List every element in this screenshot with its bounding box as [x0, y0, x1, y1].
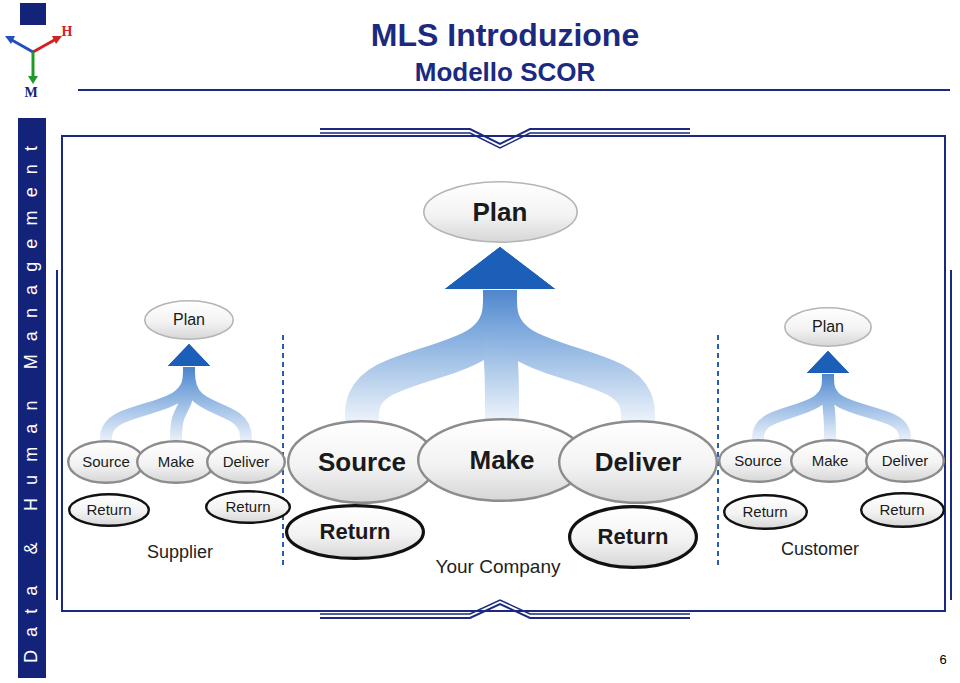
return-ellipse: Return: [285, 504, 425, 560]
node-text: Make: [469, 446, 534, 475]
slide-title: MLS Introduzione: [371, 18, 639, 53]
arrow-head: [445, 247, 555, 289]
ellipse-shape: [719, 440, 797, 482]
logo-arrowhead: [52, 36, 62, 44]
node-text: Source: [318, 448, 406, 477]
plan-ellipse: Plan: [784, 307, 872, 347]
arrow-head: [807, 351, 849, 373]
logo-arrow: [32, 52, 35, 78]
group-divider: [717, 335, 719, 566]
ellipse-shape: [137, 441, 215, 483]
process-ellipse: Source: [67, 440, 145, 484]
arrow-shaft: [106, 367, 189, 443]
ellipse-shape: [423, 182, 576, 242]
side-band: [18, 118, 46, 678]
ellipse-shape: [206, 491, 290, 523]
diagram-frame: [62, 136, 945, 611]
ellipse-shape: [866, 440, 944, 482]
logo-arrow: [10, 39, 33, 52]
side-band-text: Data & Human Management: [22, 133, 42, 663]
process-ellipse: Deliver: [865, 439, 945, 483]
arrow-head: [168, 344, 210, 366]
logo-letter: M: [24, 85, 37, 100]
ellipse-shape: [559, 421, 717, 503]
logo-arrowhead: [5, 36, 15, 44]
page-number: 6: [939, 653, 946, 667]
node-text: Source: [82, 454, 130, 471]
arrow-head: [445, 247, 555, 289]
frame-bracket: [320, 604, 690, 618]
ellipse-shape: [570, 507, 697, 568]
process-ellipse: Deliver: [206, 440, 286, 484]
arrow-shaft: [189, 367, 246, 443]
node-text: Return: [879, 502, 924, 519]
subtitle: Modello SCOR: [415, 58, 596, 87]
arrow-head: [168, 344, 210, 366]
frame-bracket: [56, 270, 58, 600]
return-ellipse: Return: [568, 505, 698, 569]
arrow-shaft: [828, 374, 905, 442]
logo-letter: H: [62, 24, 73, 39]
node-text: Deliver: [882, 453, 929, 470]
logo-square: [20, 3, 46, 25]
node-text: Return: [225, 499, 270, 516]
ellipse-shape: [145, 301, 233, 339]
process-ellipse: Make: [136, 440, 216, 484]
ellipse-shape: [207, 441, 285, 483]
process-ellipse: Deliver: [558, 420, 718, 504]
ellipse-shape: [68, 441, 144, 483]
arrow-shaft: [758, 374, 828, 442]
arrow-head: [445, 247, 555, 289]
ellipse-shape: [791, 440, 869, 482]
node-text: Return: [86, 502, 131, 519]
node-text: Make: [812, 453, 849, 470]
frame-bracket: [320, 129, 690, 144]
node-text: Plan: [812, 318, 844, 336]
ellipse-shape: [288, 421, 436, 503]
return-ellipse: Return: [68, 493, 150, 527]
frame-bracket: [320, 133, 690, 148]
logo-arrowhead: [28, 76, 38, 84]
node-text: Plan: [173, 311, 205, 329]
process-ellipse: Source: [718, 439, 798, 483]
process-ellipse: Source: [287, 420, 437, 504]
return-ellipse: Return: [860, 492, 945, 528]
node-text: Deliver: [223, 454, 270, 471]
node-text: Plan: [473, 198, 528, 227]
ellipse-shape: [724, 495, 807, 529]
group-divider: [282, 335, 284, 566]
header-rule: [78, 89, 950, 91]
ellipse-shape: [69, 494, 149, 526]
plan-ellipse: Plan: [423, 181, 578, 243]
group-label: Supplier: [147, 543, 213, 563]
return-ellipse: Return: [723, 494, 808, 530]
arrow-shaft: [362, 290, 500, 423]
return-ellipse: Return: [205, 490, 291, 524]
arrow-head: [807, 351, 849, 373]
flow-arrow: [445, 247, 638, 423]
group-label: Your Company: [436, 557, 561, 578]
frame-bracket: [320, 600, 690, 614]
node-text: Return: [742, 504, 787, 521]
flow-arrow: [807, 351, 905, 442]
ellipse-shape: [785, 308, 871, 346]
plan-ellipse: Plan: [144, 300, 234, 340]
frame-bracket: [950, 270, 952, 600]
arrow-head: [168, 344, 210, 366]
group-label: Customer: [781, 540, 859, 560]
node-text: Make: [158, 454, 195, 471]
ellipse-shape: [287, 506, 424, 559]
process-ellipse: Make: [790, 439, 870, 483]
node-text: Source: [734, 453, 782, 470]
node-text: Return: [598, 525, 669, 549]
node-text: Return: [320, 520, 391, 544]
flow-arrow: [168, 344, 246, 443]
arrow-head: [807, 351, 849, 373]
node-text: Deliver: [595, 448, 682, 477]
arrow-shaft: [500, 290, 638, 423]
ellipse-shape: [861, 493, 944, 527]
